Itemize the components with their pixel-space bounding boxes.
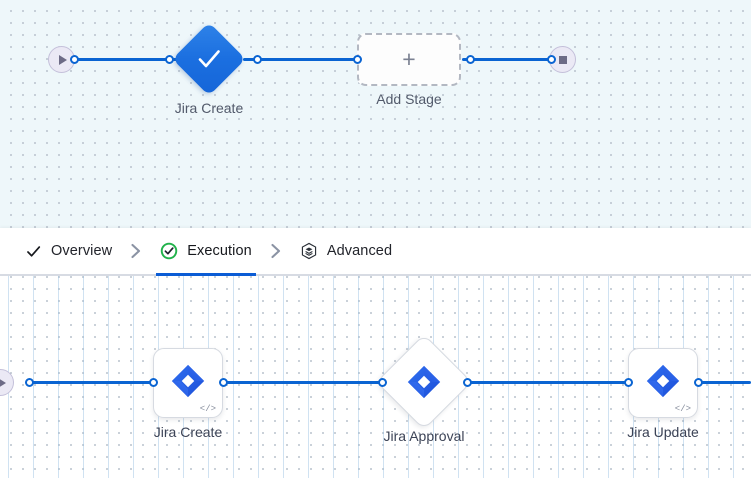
- tab-overview-label: Overview: [51, 243, 113, 259]
- step-label-jira-approval: Jira Approval: [383, 428, 465, 444]
- port-end-in[interactable]: [547, 55, 556, 64]
- pipeline-tab-bar: Overview Execution: [0, 228, 751, 276]
- stage-diamond-shape: [172, 22, 246, 96]
- add-stage-label: Add Stage: [376, 91, 442, 107]
- edge-approval-to-jira-update: [466, 381, 626, 384]
- step-label-jira-create: Jira Create: [153, 424, 223, 440]
- check-icon: [24, 242, 42, 260]
- port-jira-update-out[interactable]: [694, 378, 703, 387]
- stage-node-jira-create[interactable]: [172, 22, 246, 96]
- jira-icon: [644, 362, 682, 405]
- port-jira-create-out[interactable]: [253, 55, 262, 64]
- port-exec-start-out[interactable]: [25, 378, 34, 387]
- edge-jira-update-out: [696, 381, 751, 384]
- port-add-stage-out[interactable]: [466, 55, 475, 64]
- approval-diamond-shape: [375, 333, 473, 431]
- jira-icon: [169, 362, 207, 405]
- chevron-right-icon: [114, 228, 158, 274]
- port-add-stage-in[interactable]: [353, 55, 362, 64]
- tab-advanced-label: Advanced: [326, 243, 393, 259]
- execution-canvas[interactable]: </> Jira Create: [0, 276, 751, 478]
- edge-jira-create-to-approval: [222, 381, 382, 384]
- check-circle-green-icon: [160, 242, 178, 260]
- port-jira-create-exec-in[interactable]: [149, 378, 158, 387]
- layers-hexagon-icon: [300, 242, 318, 260]
- play-icon: [0, 377, 6, 388]
- stop-icon: [558, 55, 567, 64]
- code-badge: </>: [674, 404, 691, 414]
- execution-start-node[interactable]: [0, 369, 14, 396]
- pipeline-canvas-top[interactable]: Jira Create + Add Stage: [0, 0, 751, 228]
- plus-icon: +: [402, 46, 416, 72]
- port-jira-create-exec-out[interactable]: [219, 378, 228, 387]
- step-node-jira-create[interactable]: </>: [153, 348, 223, 418]
- port-jira-approval-in[interactable]: [378, 378, 387, 387]
- tab-advanced[interactable]: Advanced: [298, 228, 394, 274]
- edge-start-to-jira-create-exec: [28, 381, 158, 384]
- play-icon: [58, 54, 67, 65]
- edge-start-to-jira-create: [73, 58, 178, 61]
- tab-execution[interactable]: Execution: [156, 228, 256, 276]
- tab-execution-label: Execution: [187, 243, 252, 259]
- port-jira-approval-out[interactable]: [463, 378, 472, 387]
- chevron-right-icon-2: [254, 228, 298, 274]
- pipeline-start-node[interactable]: [48, 46, 75, 73]
- add-stage-button[interactable]: +: [357, 33, 461, 86]
- step-node-jira-approval[interactable]: [375, 333, 473, 431]
- port-start-out[interactable]: [70, 55, 79, 64]
- port-jira-create-in[interactable]: [165, 55, 174, 64]
- code-badge: </>: [199, 404, 216, 414]
- stage-label-jira-create: Jira Create: [174, 100, 244, 116]
- port-jira-update-in[interactable]: [624, 378, 633, 387]
- edge-jira-create-to-add-stage: [243, 58, 358, 61]
- step-node-jira-update[interactable]: </>: [628, 348, 698, 418]
- edge-add-stage-to-end: [462, 58, 554, 61]
- tab-overview[interactable]: Overview: [22, 228, 114, 274]
- step-label-jira-update: Jira Update: [627, 424, 699, 440]
